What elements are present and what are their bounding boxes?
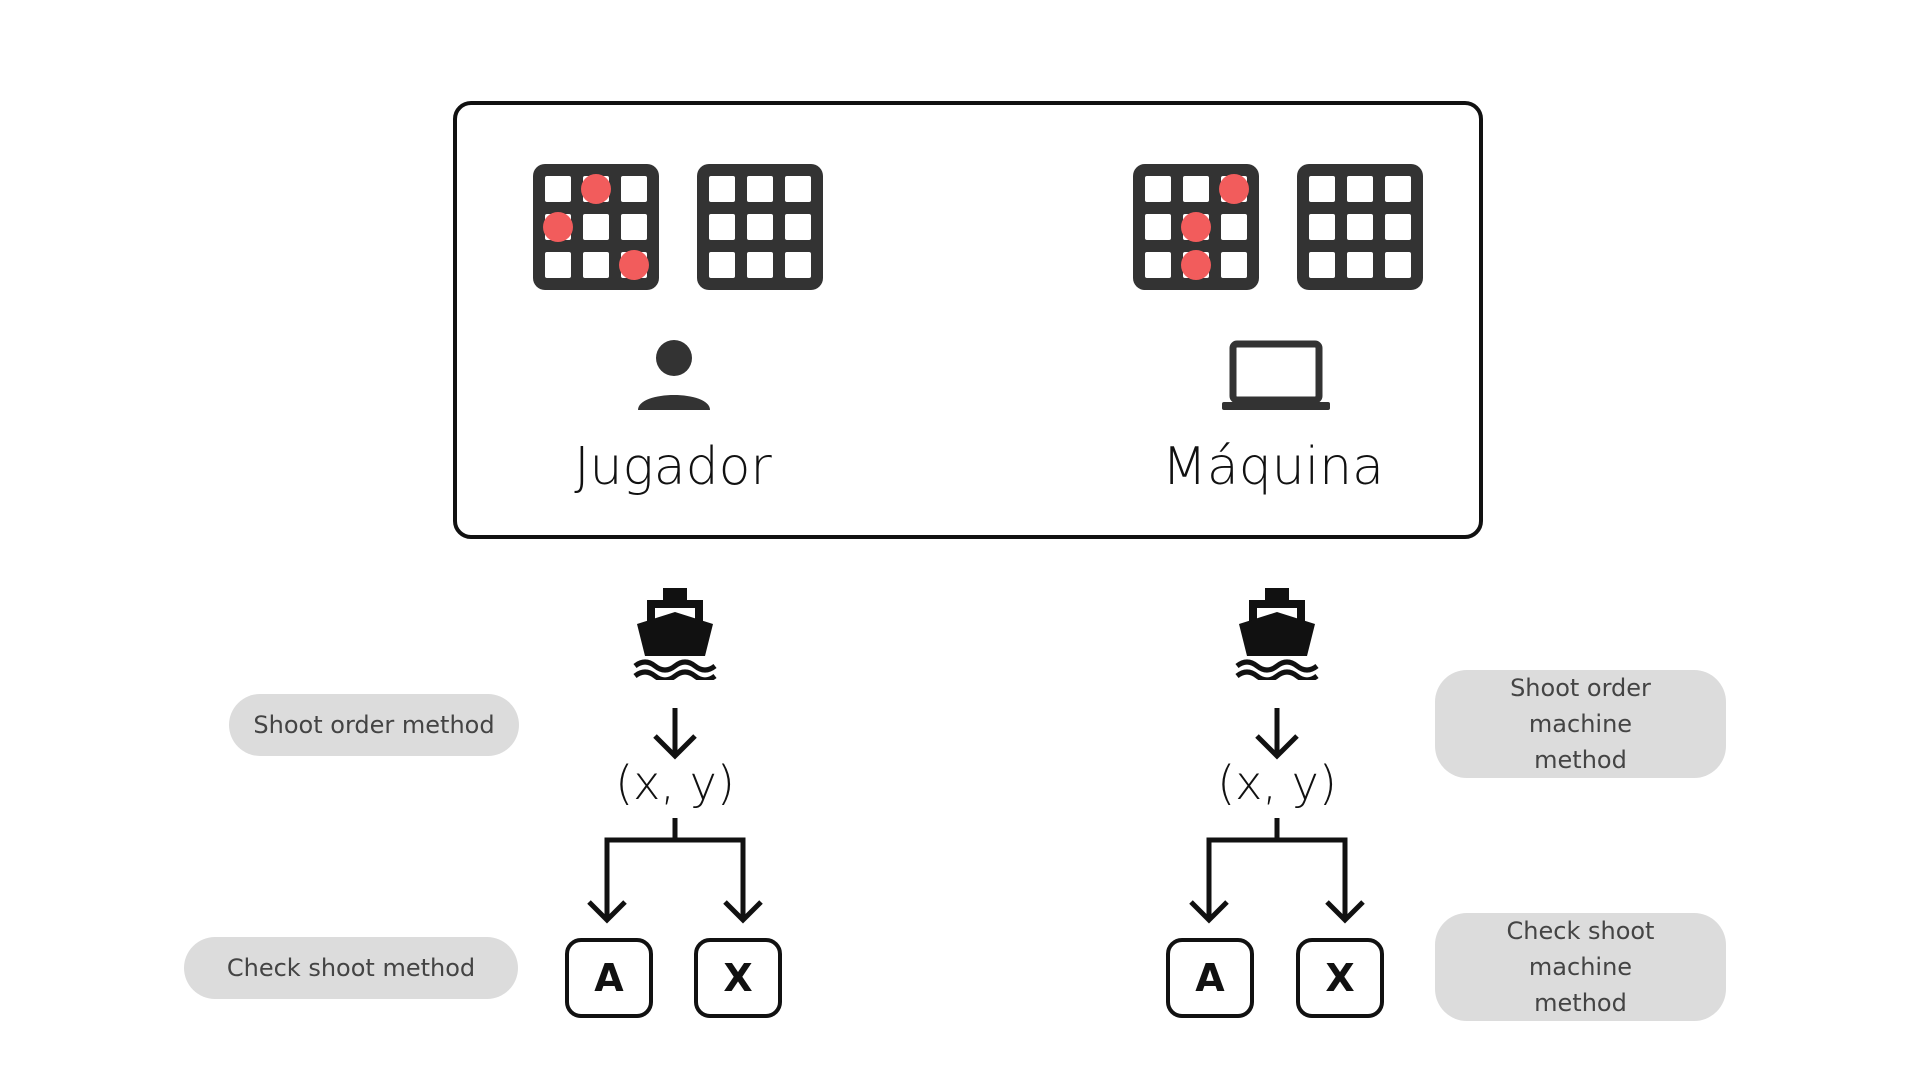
grid-cell [785, 252, 811, 278]
grid-cell [545, 176, 571, 202]
shot-marker [619, 250, 649, 280]
grid-cell [583, 252, 609, 278]
result-box-hit: A [1166, 938, 1254, 1018]
grid-cell [1309, 252, 1335, 278]
grid-cell [583, 214, 609, 240]
grid-cell [1385, 252, 1411, 278]
shot-marker [1181, 212, 1211, 242]
note-shoot-order-machine: Shoot order machine method [1435, 670, 1726, 778]
players-panel [453, 101, 1483, 539]
grid-cell [621, 214, 647, 240]
down-arrow-icon [1252, 706, 1302, 764]
note-check-shoot: Check shoot method [184, 937, 518, 999]
branch-connector [1182, 816, 1372, 928]
grid-cell [709, 176, 735, 202]
grid-cell [1145, 252, 1171, 278]
result-box-miss: X [1296, 938, 1384, 1018]
branch-connector [580, 816, 770, 928]
ship-icon [633, 588, 717, 684]
grid-cell [1145, 214, 1171, 240]
shot-marker [581, 174, 611, 204]
grid-cell [1309, 176, 1335, 202]
grid-cell [1145, 176, 1171, 202]
grid-cell [747, 252, 773, 278]
grid-cell [1385, 214, 1411, 240]
note-shoot-order: Shoot order method [229, 694, 519, 756]
player-label-maquina: Máquina [1162, 437, 1384, 497]
coordinate-label: (x, y) [615, 756, 735, 810]
grid-cell [747, 176, 773, 202]
grid-cell [1385, 176, 1411, 202]
player-label-jugador: Jugador [574, 437, 772, 497]
grid-cell [747, 214, 773, 240]
grid-cell [709, 214, 735, 240]
grid-cell [545, 252, 571, 278]
grid-cell [1347, 214, 1373, 240]
grid-cell [1183, 176, 1209, 202]
grid-cell [1221, 214, 1247, 240]
player-ships-grid [697, 164, 823, 290]
shot-marker [1219, 174, 1249, 204]
person-icon [636, 336, 712, 418]
shot-marker [543, 212, 573, 242]
down-arrow-icon [650, 706, 700, 764]
grid-cell [1347, 252, 1373, 278]
grid-cell [1221, 252, 1247, 278]
coordinate-label: (x, y) [1217, 756, 1337, 810]
grid-cell [785, 176, 811, 202]
machine-ships-grid [1297, 164, 1423, 290]
laptop-icon [1220, 340, 1332, 418]
result-box-hit: A [565, 938, 653, 1018]
grid-cell [621, 176, 647, 202]
grid-cell [709, 252, 735, 278]
grid-cell [785, 214, 811, 240]
grid-cell [1309, 214, 1335, 240]
note-check-shoot-machine: Check shoot machine method [1435, 913, 1726, 1021]
ship-icon [1235, 588, 1319, 684]
result-box-miss: X [694, 938, 782, 1018]
shot-marker [1181, 250, 1211, 280]
grid-cell [1347, 176, 1373, 202]
